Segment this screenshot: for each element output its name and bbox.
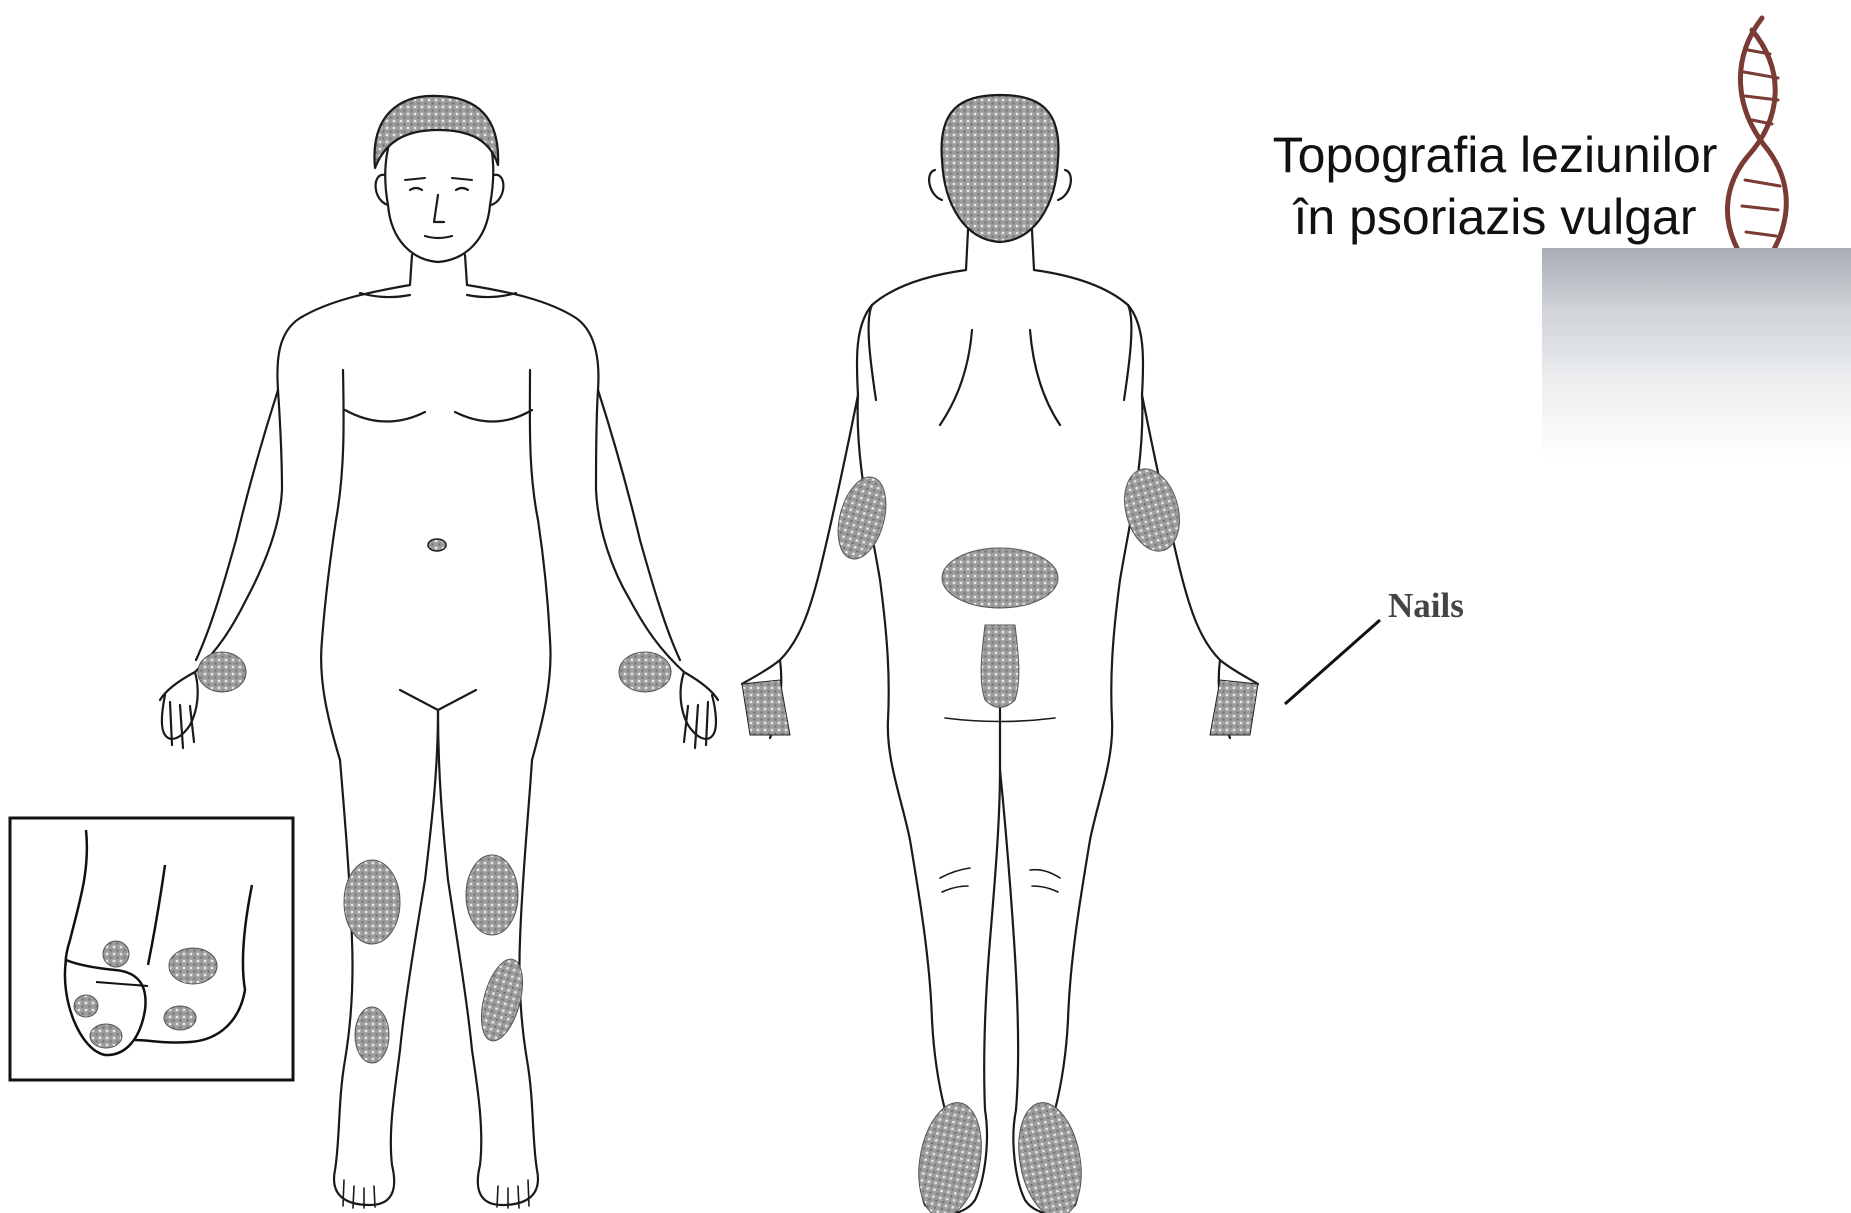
lesion-front-right-knee xyxy=(466,855,518,935)
front-torso xyxy=(195,255,684,672)
lesion-back-right-fingers xyxy=(1210,680,1258,735)
nails-pointer-line xyxy=(1285,620,1380,704)
lesion-back-left-fingers xyxy=(742,680,790,735)
title-line-2: în psoriazis vulgar xyxy=(1195,186,1795,248)
title-line-1: Topografia leziunilor xyxy=(1195,124,1795,186)
slide-title: Topografia leziunilor în psoriazis vulga… xyxy=(1195,124,1795,248)
lesion-front-left-knee xyxy=(344,860,400,944)
lesion-front-left-palm xyxy=(198,652,246,692)
lesion-gluteal-cleft xyxy=(981,625,1019,708)
lesion-sacral xyxy=(942,548,1058,608)
decorative-gradient-panel xyxy=(1542,248,1851,462)
nails-label: Nails xyxy=(1388,586,1464,626)
toe-detail-inset xyxy=(10,818,293,1080)
lesion-front-left-shin xyxy=(355,1007,389,1063)
lesion-front-right-palm xyxy=(619,652,671,692)
back-head xyxy=(942,95,1059,242)
front-navel-lesion xyxy=(428,539,446,551)
lesion-front-right-shin xyxy=(474,955,531,1045)
